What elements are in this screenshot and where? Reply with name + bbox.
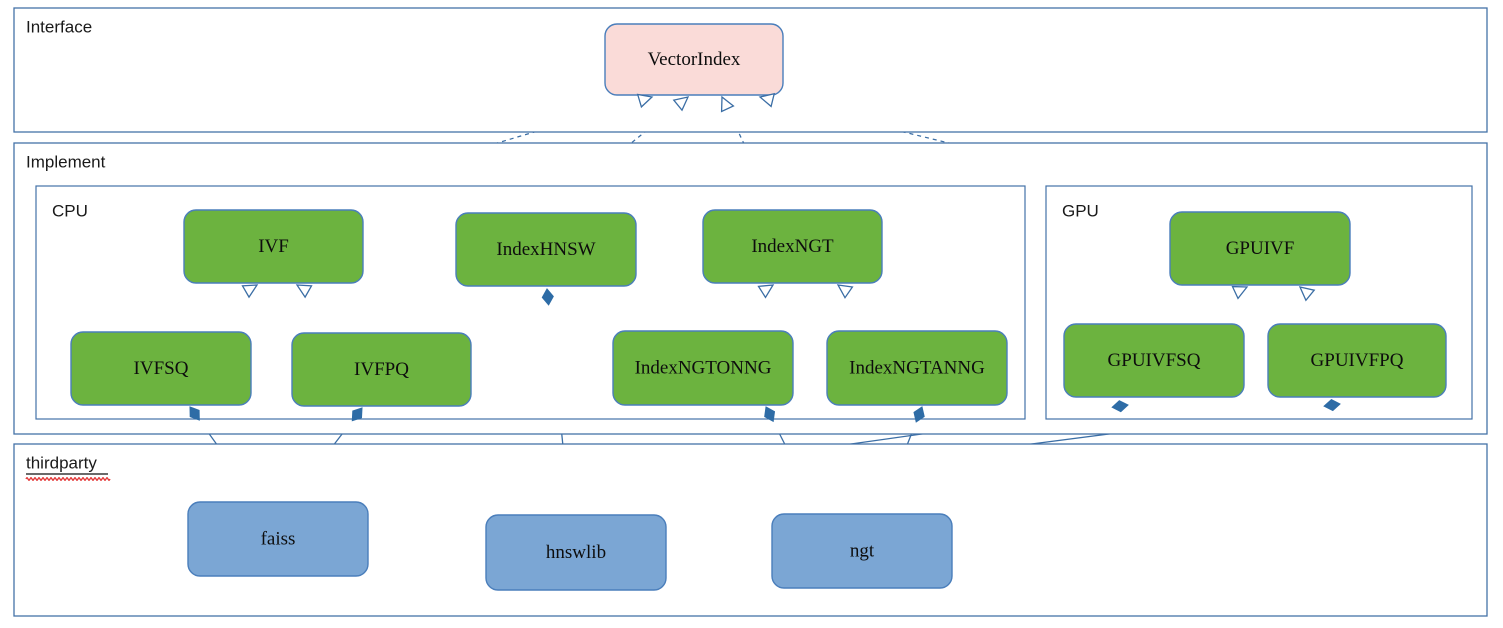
node-faiss[interactable]: faiss (187, 501, 369, 577)
node-ngt[interactable]: ngt (771, 513, 953, 589)
node-box-gpuivf[interactable] (1169, 211, 1351, 286)
triangle-arrowhead-icon-ivfsq-ivf (241, 284, 259, 299)
node-gpuivfsq[interactable]: GPUIVFSQ (1063, 323, 1245, 398)
diamond-arrowhead-icon-faiss-gpuivfpq (1323, 398, 1341, 412)
node-box-indexngtanng[interactable] (826, 330, 1008, 406)
node-box-faiss[interactable] (187, 501, 369, 577)
triangle-arrowhead-icon-indexngtanng-indexngt (836, 284, 854, 299)
container-gpu: GPU (1045, 185, 1473, 420)
node-indexhnsw[interactable]: IndexHNSW (455, 212, 637, 287)
container-label-gpu: GPU (1062, 201, 1099, 220)
node-label-faiss: faiss (261, 528, 296, 549)
diamond-arrowhead-icon-ngt-indexngtanng (913, 406, 925, 423)
node-label-ivfsq: IVFSQ (134, 358, 189, 379)
node-label-indexngtonng: IndexNGTONNG (635, 357, 772, 378)
diamond-arrowhead-icon-ngt-indexngtonng (764, 406, 776, 423)
diamond-arrowhead-icon-faiss-ivfpq (351, 407, 363, 422)
node-box-gpuivfsq[interactable] (1063, 323, 1245, 398)
node-box-indexngtonng[interactable] (612, 330, 794, 406)
node-label-ivfpq: IVFPQ (354, 359, 409, 380)
node-label-gpuivfpq: GPUIVFPQ (1311, 350, 1404, 371)
arrowhead-layer (189, 92, 1341, 423)
container-label-cpu: CPU (52, 201, 88, 220)
node-vectorindex[interactable]: VectorIndex (604, 23, 784, 96)
node-indexngtanng[interactable]: IndexNGTANNG (826, 330, 1008, 406)
node-label-hnswlib: hnswlib (546, 542, 606, 563)
container-label-implement: Implement (26, 152, 106, 171)
triangle-arrowhead-icon-gpuivfsq-gpuivf (1231, 285, 1249, 300)
node-indexngt[interactable]: IndexNGT (702, 209, 883, 284)
container-label-interface: Interface (26, 17, 92, 36)
node-box-indexhnsw[interactable] (455, 212, 637, 287)
node-ivf[interactable]: IVF (183, 209, 364, 284)
node-box-ivfpq[interactable] (291, 332, 472, 407)
node-label-indexngt: IndexNGT (751, 236, 834, 257)
node-indexngtonng[interactable]: IndexNGTONNG (612, 330, 794, 406)
triangle-arrowhead-icon-ivf-vectorindex (636, 93, 654, 109)
node-hnswlib[interactable]: hnswlib (485, 514, 667, 591)
node-box-indexngt[interactable] (702, 209, 883, 284)
diamond-arrowhead-icon-faiss-gpuivfsq (1111, 400, 1129, 413)
triangle-arrowhead-icon-gpuivfpq-gpuivf (1298, 286, 1316, 302)
node-label-indexngtanng: IndexNGTANNG (849, 357, 985, 378)
diamond-arrowhead-icon-faiss-ivfsq (189, 406, 200, 421)
node-ivfsq[interactable]: IVFSQ (70, 331, 252, 406)
node-label-indexhnsw: IndexHNSW (496, 239, 595, 260)
node-gpuivfpq[interactable]: GPUIVFPQ (1267, 323, 1447, 398)
triangle-arrowhead-icon-indexngtonng-indexngt (757, 284, 775, 299)
node-gpuivf[interactable]: GPUIVF (1169, 211, 1351, 286)
node-label-ngt: ngt (850, 540, 875, 561)
container-border-cpu (35, 185, 1026, 420)
node-box-hnswlib[interactable] (485, 514, 667, 591)
container-label-thirdparty: thirdparty (26, 453, 97, 472)
triangle-arrowhead-icon-ivfpq-ivf (295, 284, 313, 299)
node-label-gpuivf: GPUIVF (1226, 238, 1295, 259)
triangle-arrowhead-icon-gpuivf-vectorindex (758, 92, 776, 108)
diamond-arrowhead-icon-hnswlib-indexhnsw (541, 288, 554, 306)
node-box-ngt[interactable] (771, 513, 953, 589)
container-cpu: CPU (35, 185, 1026, 420)
node-box-vectorindex[interactable] (604, 23, 784, 96)
node-label-gpuivfsq: GPUIVFSQ (1108, 350, 1201, 371)
node-box-ivfsq[interactable] (70, 331, 252, 406)
node-box-gpuivfpq[interactable] (1267, 323, 1447, 398)
node-label-vectorindex: VectorIndex (648, 49, 741, 70)
triangle-arrowhead-icon-indexhnsw-vectorindex (672, 96, 690, 112)
node-box-ivf[interactable] (183, 209, 364, 284)
node-label-ivf: IVF (258, 236, 289, 257)
container-border-gpu (1045, 185, 1473, 420)
node-ivfpq[interactable]: IVFPQ (291, 332, 472, 407)
spellcheck-squiggle-icon (25, 477, 111, 481)
triangle-arrowhead-icon-indexngt-vectorindex (720, 95, 735, 113)
